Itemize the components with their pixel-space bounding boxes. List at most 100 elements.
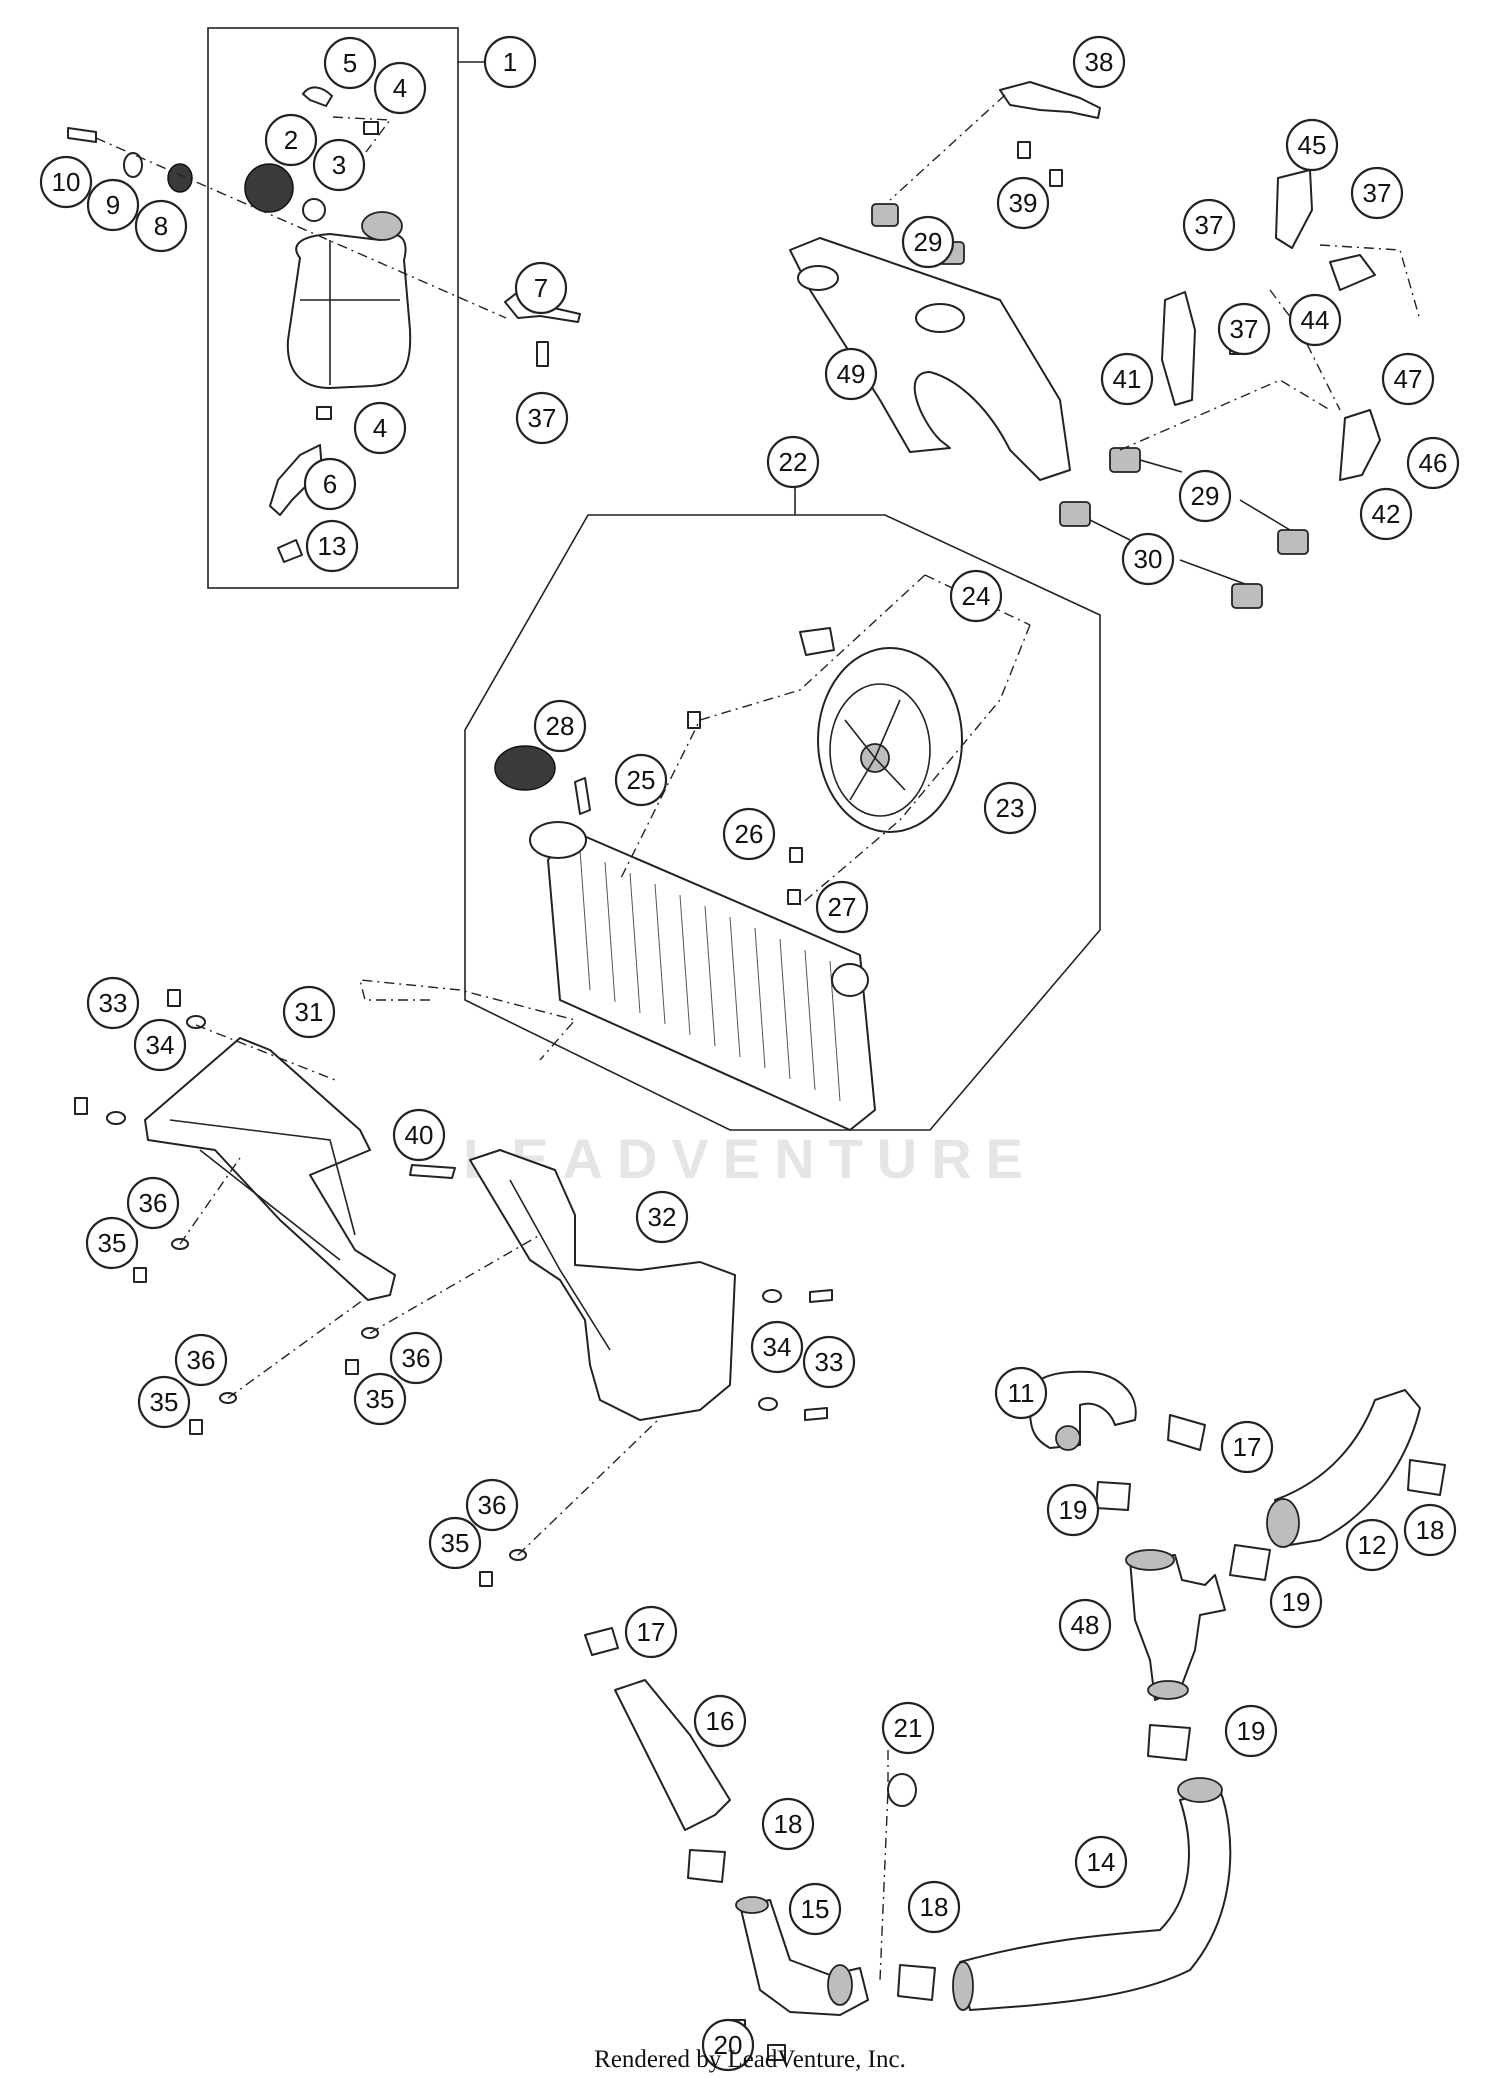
hose-12 bbox=[1274, 1389, 1421, 1546]
mount-29c bbox=[1109, 447, 1141, 473]
thermostat-outlet bbox=[1147, 1680, 1189, 1700]
fan-connector bbox=[799, 627, 835, 656]
callout-19a: 19 bbox=[1046, 1483, 1100, 1537]
o-ring-21 bbox=[887, 1773, 917, 1807]
callout-33a: 33 bbox=[86, 976, 140, 1030]
callout-29b-label: 29 bbox=[1191, 481, 1220, 511]
callout-35c: 35 bbox=[353, 1372, 407, 1426]
callout-17a-label: 17 bbox=[1233, 1432, 1262, 1462]
bracket-44 bbox=[1329, 254, 1376, 291]
seal-strip-40 bbox=[409, 1164, 456, 1179]
bracket-42 bbox=[1339, 409, 1381, 481]
callout-layer: 1 2 3 4 4 5 6 7 8 9 10 11 12 13 14 15 16… bbox=[39, 35, 1460, 2072]
radiator-cap-28 bbox=[494, 745, 556, 791]
callout-36c: 36 bbox=[389, 1331, 443, 1385]
callout-48: 48 bbox=[1058, 1598, 1112, 1652]
shroud-32 bbox=[469, 1149, 736, 1421]
callout-47: 47 bbox=[1381, 352, 1435, 406]
clamp-17a bbox=[1167, 1414, 1206, 1451]
callout-29a: 29 bbox=[901, 215, 955, 269]
washer-9 bbox=[123, 152, 143, 178]
hose-clip-top bbox=[363, 121, 379, 135]
callout-35a: 35 bbox=[85, 1216, 139, 1270]
callout-30-label: 30 bbox=[1134, 544, 1163, 574]
callout-37c-label: 37 bbox=[1363, 178, 1392, 208]
radiator-outlet-pipe bbox=[574, 777, 591, 815]
callout-42: 42 bbox=[1359, 487, 1413, 541]
screw-26 bbox=[789, 847, 803, 863]
callout-37d-label: 37 bbox=[1230, 314, 1259, 344]
callout-19a-label: 19 bbox=[1059, 1495, 1088, 1525]
callout-48-label: 48 bbox=[1071, 1610, 1100, 1640]
callout-1-label: 1 bbox=[503, 47, 517, 77]
callout-8: 8 bbox=[134, 199, 188, 253]
callout-18c: 18 bbox=[907, 1880, 961, 1934]
callout-45-label: 45 bbox=[1298, 130, 1327, 160]
callout-9: 9 bbox=[86, 178, 140, 232]
callout-8-label: 8 bbox=[154, 211, 168, 241]
callout-19c: 19 bbox=[1224, 1704, 1278, 1758]
bolt-39b bbox=[1049, 169, 1063, 187]
callout-35a-label: 35 bbox=[98, 1228, 127, 1258]
callout-36a: 36 bbox=[126, 1176, 180, 1230]
callout-18b: 18 bbox=[761, 1797, 815, 1851]
callout-20-label: 20 bbox=[714, 2030, 743, 2060]
clamp-19a bbox=[1095, 1481, 1131, 1511]
callout-7: 7 bbox=[514, 261, 568, 315]
footer-credit: Rendered by LeadVenture, Inc. bbox=[594, 2046, 906, 2073]
group-1-frame bbox=[207, 27, 459, 589]
callout-25-label: 25 bbox=[627, 765, 656, 795]
washer-34b bbox=[106, 1111, 126, 1125]
callout-49-label: 49 bbox=[837, 359, 866, 389]
callout-11-label: 11 bbox=[1008, 1378, 1035, 1408]
callout-1: 1 bbox=[483, 35, 537, 89]
hoses-group bbox=[584, 1370, 1446, 2061]
callout-21: 21 bbox=[881, 1701, 935, 1755]
callout-15-label: 15 bbox=[801, 1894, 830, 1924]
callout-18a: 18 bbox=[1403, 1503, 1457, 1557]
callout-41: 41 bbox=[1100, 352, 1154, 406]
callout-35c-label: 35 bbox=[366, 1384, 395, 1414]
callout-41-label: 41 bbox=[1113, 364, 1142, 394]
callout-36b: 36 bbox=[174, 1333, 228, 1387]
callout-49: 49 bbox=[824, 347, 878, 401]
callout-32-label: 32 bbox=[648, 1202, 677, 1232]
callout-40-label: 40 bbox=[405, 1120, 434, 1150]
callout-37d: 37 bbox=[1217, 302, 1271, 356]
callout-22: 22 bbox=[766, 435, 820, 489]
callout-35b: 35 bbox=[137, 1375, 191, 1429]
callout-36d: 36 bbox=[465, 1478, 519, 1532]
clamp-19c bbox=[1147, 1724, 1191, 1761]
callout-4a-label: 4 bbox=[393, 73, 407, 103]
callout-5-label: 5 bbox=[343, 48, 357, 78]
bracket-45 bbox=[1275, 169, 1313, 249]
callout-15: 15 bbox=[788, 1882, 842, 1936]
callout-25: 25 bbox=[614, 753, 668, 807]
clamp-19b bbox=[1229, 1544, 1271, 1581]
callout-12: 12 bbox=[1345, 1518, 1399, 1572]
callout-46: 46 bbox=[1406, 436, 1460, 490]
washer-34a bbox=[186, 1015, 206, 1029]
callout-4b: 4 bbox=[353, 401, 407, 455]
clamp-18a bbox=[1407, 1459, 1446, 1496]
callout-13-label: 13 bbox=[318, 531, 347, 561]
callout-31: 31 bbox=[282, 985, 336, 1039]
screw-27 bbox=[787, 889, 801, 905]
bolt-33c bbox=[809, 1289, 833, 1303]
callout-44: 44 bbox=[1288, 293, 1342, 347]
callout-28: 28 bbox=[533, 699, 587, 753]
callout-6-label: 6 bbox=[323, 469, 337, 499]
callout-47-label: 47 bbox=[1394, 364, 1423, 394]
radiator-group bbox=[464, 488, 1101, 1131]
callout-36b-label: 36 bbox=[187, 1345, 216, 1375]
callout-20: 20 bbox=[701, 2018, 755, 2072]
callout-22-label: 22 bbox=[779, 447, 808, 477]
bolt-10 bbox=[67, 127, 97, 143]
bolt-39a bbox=[1017, 141, 1031, 159]
bolt-33b bbox=[74, 1097, 88, 1115]
callout-18a-label: 18 bbox=[1416, 1515, 1445, 1545]
grommet-8 bbox=[167, 163, 193, 193]
callout-5: 5 bbox=[323, 36, 377, 90]
callout-17b: 17 bbox=[624, 1605, 678, 1659]
